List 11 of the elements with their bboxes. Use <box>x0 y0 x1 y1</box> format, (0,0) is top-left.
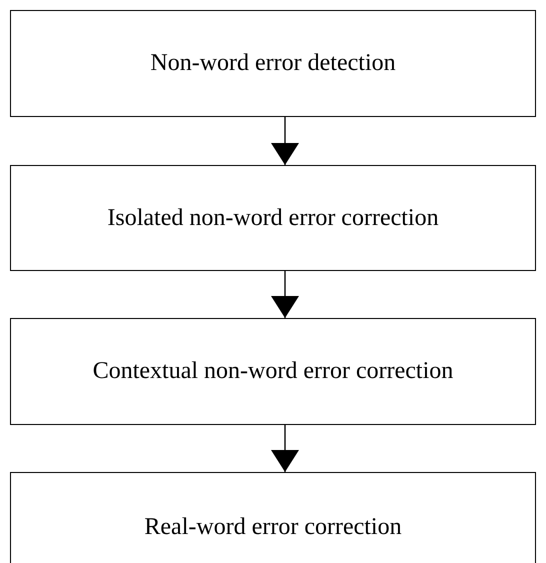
process-box <box>10 472 536 563</box>
step-label: Contextual non-word error correction <box>92 358 454 385</box>
process-box <box>10 165 536 271</box>
process-box <box>10 318 536 425</box>
arrow <box>271 271 299 318</box>
step-label: Real-word error correction <box>144 514 402 540</box>
arrow <box>271 425 299 472</box>
step-label: Isolated non-word error correction <box>107 204 439 232</box>
arrow <box>271 117 299 165</box>
process-box <box>10 10 536 117</box>
step-label: Non-word error detection <box>150 50 396 77</box>
